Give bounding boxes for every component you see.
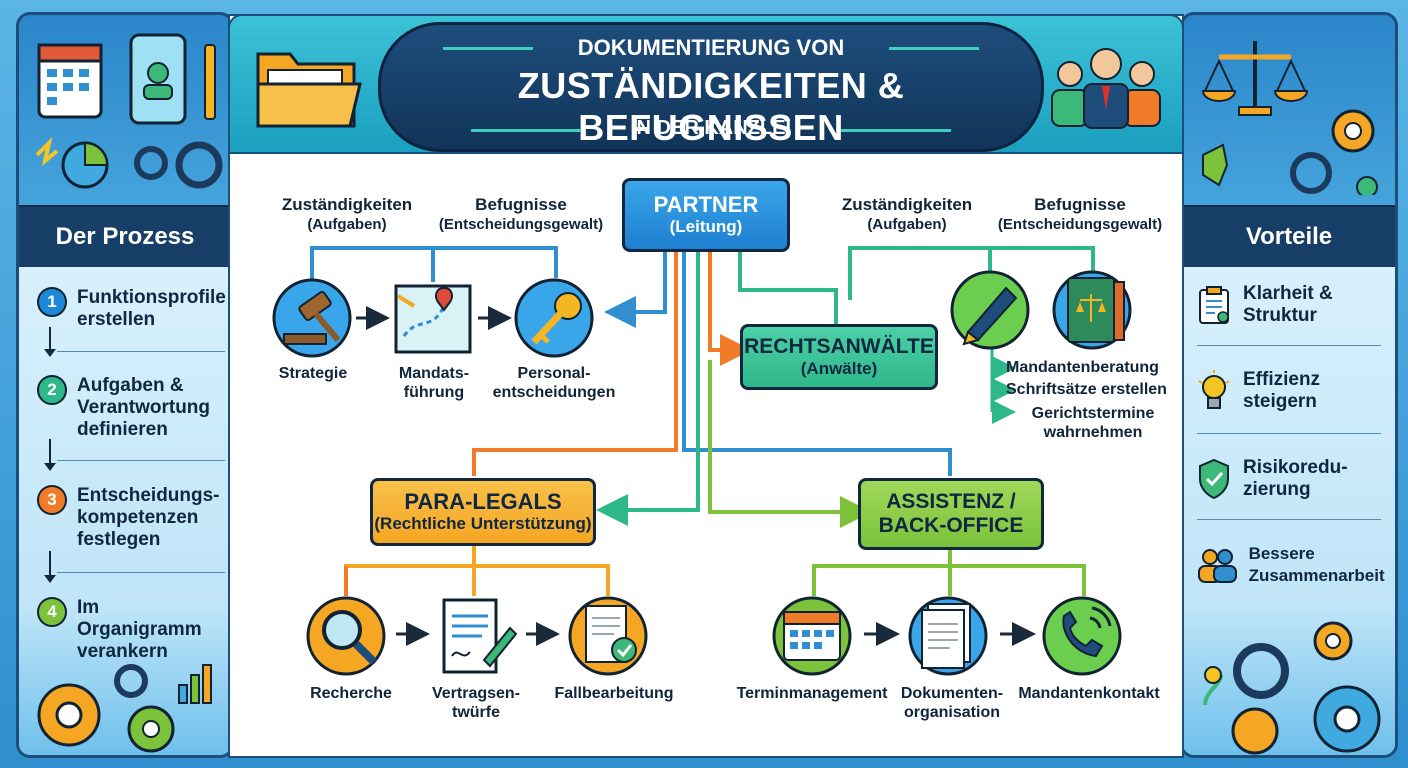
shield-check-icon [1199,458,1229,500]
rechtsanwaelte-title: RECHTSANWÄLTE [744,335,934,358]
partner-befugnisse-header: Befugnisse (Entscheidungsgewalt) [436,195,606,235]
header-text: Befugnisse [475,195,567,214]
step-text-3: Entscheidungs-kompetenzen festlegen [77,485,220,550]
paralegals-subtitle: (Rechtliche Unterstützung) [374,514,592,533]
people-icon [1198,549,1237,583]
task-strategie: Strategie [278,365,348,382]
rechtsanwaelte-box: RECHTSANWÄLTE (Anwälte) [740,324,938,390]
step-number-4: 4 [37,597,67,627]
header-subtext: (Aufgaben) [307,216,387,233]
gavel-icon [272,278,352,358]
task-mandantenkontakt: Mandantenkontakt [1018,685,1160,702]
documents-icon [908,596,988,676]
task-fallbearbeitung: Fallbearbeitung [554,685,674,702]
benefit-item-3: Risikoredu-zierung [1197,457,1387,501]
team-icon [1051,48,1161,129]
calendar-icon [772,596,852,676]
case-file-icon [568,596,648,676]
ra-zustaendigkeiten-header: Zuständigkeiten (Aufgaben) [832,195,982,235]
task-schriftsaetze: Schriftsätze erstellen [1006,381,1167,398]
step-arrow-2 [44,439,56,471]
title-decoration-left [443,47,533,50]
step-arrow-1 [44,327,56,357]
step-text-2: Aufgaben & Verantwortung definieren [77,375,211,440]
assistenz-subtitle: BACK-OFFICE [878,514,1024,537]
process-step-2: 2 Aufgaben & Verantwortung definieren [37,375,227,441]
benefits-panel: Vorteile Klarheit & Struktur Effizienz s… [1180,12,1398,758]
clipboard-icon [1199,286,1229,324]
task-mandantenberatung: Mandantenberatung [1006,359,1159,376]
benefits-title: Vorteile [1183,205,1395,269]
title-decoration-right [889,47,979,50]
step-divider-1 [57,351,225,352]
title-line-1: DOKUMENTIERUNG VON [577,35,845,60]
task-dokumentenorganisation: Dokumenten-organisation [900,685,1004,721]
key-icon [514,278,594,358]
benefit-text-1: Klarheit & Struktur [1243,283,1333,326]
partner-title: PARTNER [653,192,759,217]
process-step-3: 3 Entscheidungs-kompetenzen festlegen [37,485,227,551]
header-text: Zuständigkeiten [281,195,413,214]
step-divider-3 [57,572,225,573]
paralegals-title: PARA-LEGALS [404,489,562,514]
rechtsanwaelte-subtitle: (Anwälte) [800,359,878,378]
process-title: Der Prozess [19,205,231,269]
folder-icon [256,52,362,128]
task-personalentscheidungen: Personal-entscheidungen [492,365,616,401]
office-tools-icon [35,33,223,189]
scales-icon [1201,41,1378,195]
partner-zustaendigkeiten-header: Zuständigkeiten (Aufgaben) [272,195,422,235]
benefit-item-2: Effizienz steigern [1197,369,1387,413]
step-number-3: 3 [37,485,67,515]
assistenz-box: ASSISTENZ / BACK-OFFICE [858,478,1044,550]
law-book-icon [1052,270,1132,350]
header-text: Befugnisse [1034,195,1126,214]
header-text: Zuständigkeiten [841,195,973,214]
header-subtext: (Entscheidungsgewalt) [997,216,1163,233]
magnifier-icon [306,596,386,676]
benefit-divider-2 [1197,433,1381,434]
lightbulb-icon [1198,370,1230,409]
step-divider-2 [57,460,225,461]
task-vertragsentwuerfe: Vertragsen-twürfe [431,685,521,721]
gears-icon [37,664,212,753]
assistenz-title: ASSISTENZ / [886,490,1016,513]
partner-subtitle: (Leitung) [669,217,743,236]
paralegals-box: PARA-LEGALS (Rechtliche Unterstützung) [370,478,596,546]
partner-box: PARTNER (Leitung) [622,178,790,252]
benefit-item-1: Klarheit & Struktur [1197,283,1387,327]
benefit-item-4: Bessere Zusammenarbeit [1197,543,1387,587]
step-text-4: Im Organigramm verankern [77,597,202,662]
task-gerichtstermine: Gerichtstermine wahrnehmen [1031,405,1155,441]
benefit-divider-3 [1197,519,1381,520]
title-decoration-bottom-right [841,129,951,132]
title-decoration-bottom-left [471,129,581,132]
step-arrow-3 [44,551,56,583]
process-step-4: 4 Im Organigramm verankern [37,597,227,663]
benefit-divider-1 [1197,345,1381,346]
title-banner: DOKUMENTIERUNG VON ZUSTÄNDIGKEITEN & BEF… [378,22,1044,152]
contract-icon [442,598,518,674]
title-line-3: IN DER KANZLEI [631,117,791,139]
pen-icon [950,270,1030,350]
header-subtext: (Aufgaben) [867,216,947,233]
phone-icon [1042,596,1122,676]
ra-befugnisse-header: Befugnisse (Entscheidungsgewalt) [994,195,1166,235]
task-mandatsfuehrung: Mandats-führung [398,365,470,401]
task-terminmanagement: Terminmanagement [736,685,888,702]
step-number-2: 2 [37,375,67,405]
benefit-text-2: Effizienz steigern [1243,369,1321,412]
title-line-2: ZUSTÄNDIGKEITEN & BEFUGNISSEN [517,65,905,148]
step-text-1: Funktionsprofile erstellen [77,287,226,330]
process-panel: Der Prozess 1 Funktionsprofile erstellen… [16,12,234,758]
step-number-1: 1 [37,287,67,317]
process-step-1: 1 Funktionsprofile erstellen [37,287,227,331]
benefit-text-3: Risikoredu-zierung [1243,457,1348,500]
benefit-text-4: Bessere Zusammenarbeit [1248,544,1385,585]
gears-icon [1203,621,1381,755]
task-recherche: Recherche [310,685,392,702]
header-subtext: (Entscheidungsgewalt) [438,216,604,233]
map-icon [394,284,472,354]
